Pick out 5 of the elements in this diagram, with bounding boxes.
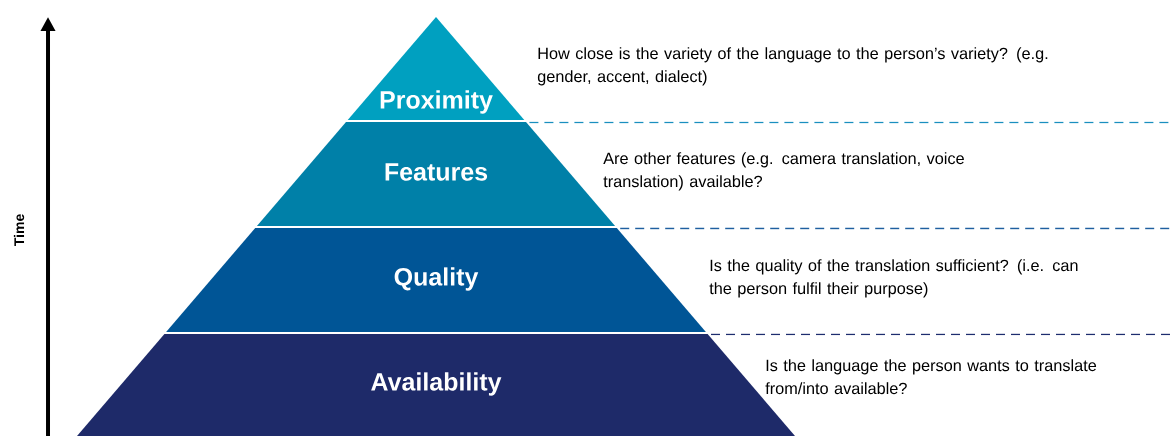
pyramid-tier: Proximity (347, 17, 525, 120)
pyramid-tier: Quality (166, 228, 706, 332)
axis-label: Time (13, 214, 25, 247)
description-text: How close is the variety of the language to the person’s variety? (e.g. gender, accent, dialect) (537, 47, 1048, 86)
description-text: Is the quality of the translation sufficient? (i.e. can the person fulfil their purpose) (709, 259, 1078, 298)
